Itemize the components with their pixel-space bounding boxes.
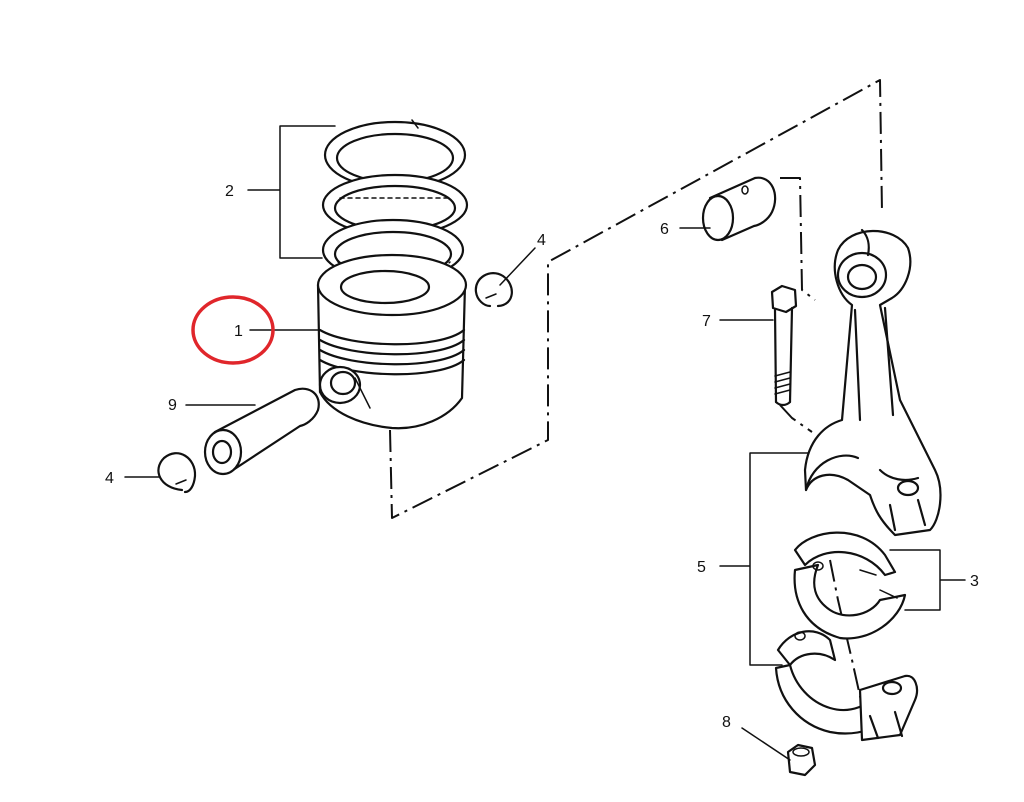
piston-crown [316,253,468,317]
connecting-rod [803,228,942,537]
leader-4-right [499,247,536,286]
small-end-bore [836,251,888,299]
piston-pin [203,387,320,476]
callout-labels: 2 1 4 9 4 6 7 5 3 8 [105,183,979,731]
piston-rings [321,119,469,282]
piston-pin-boss [318,365,362,405]
connecting-rod-bolt [770,284,798,407]
callout-5: 5 [697,559,706,576]
leader-3 [889,549,966,611]
pin-end [203,428,243,476]
nut-body [786,743,817,777]
callout-1: 1 [234,323,243,340]
small-end-bushing [701,176,777,242]
leader-5 [719,452,809,666]
connecting-rod-nut [786,743,817,777]
leader-2 [247,125,336,259]
callout-8: 8 [722,714,731,731]
callout-7: 7 [702,313,711,330]
circlip-right [474,272,513,308]
upper-shell-front [793,563,907,640]
guide-line-bearing [829,559,863,706]
highlight-circle [191,295,275,365]
lower-shell [776,630,837,667]
cap-lug [858,674,919,742]
callout-4-left: 4 [105,470,114,487]
callout-3: 3 [970,573,979,590]
bushing-end [701,194,735,242]
callout-4-right: 4 [537,232,546,249]
bearing-shell-lower [774,630,919,742]
assembly-guide-lines [389,79,883,706]
guide-line-bushing [780,177,816,301]
guide-line-piston-to-rod [389,79,883,519]
callout-6: 6 [660,221,669,238]
circlip-left [157,452,197,494]
callout-2: 2 [225,183,234,200]
guide-line-bolt [779,404,813,433]
piston [316,253,468,430]
leader-8 [741,727,791,761]
callout-9: 9 [168,397,177,414]
leader-lines [124,125,966,761]
upper-shell-top [793,531,897,577]
bearing-shell-upper [793,531,907,640]
bolt-head [770,284,798,314]
rod-body [803,229,942,537]
